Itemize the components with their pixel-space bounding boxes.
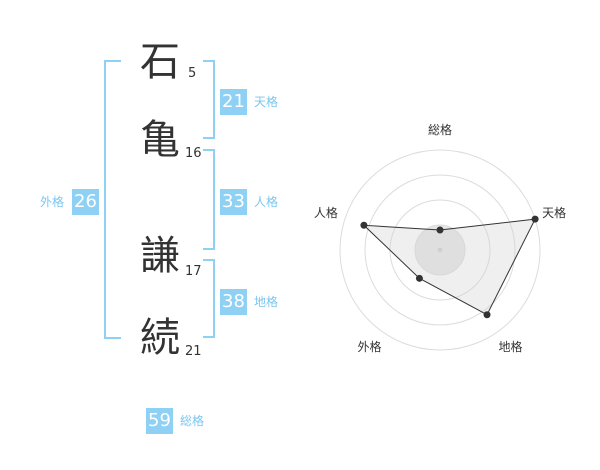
soukaku-label: 総格 <box>180 414 205 428</box>
radar-center-dot <box>437 247 443 253</box>
name-char-3: 謙 <box>140 233 180 279</box>
name-char-1: 石 <box>140 39 180 85</box>
radar-axis-label-5: 人格 <box>314 205 338 220</box>
radar-point-1 <box>436 226 444 234</box>
chikaku-label: 地格 <box>254 295 279 309</box>
radar-points <box>360 215 539 319</box>
radar-rings <box>339 149 541 351</box>
radar-point-2 <box>531 215 539 223</box>
radar-axis-label-2: 天格 <box>542 205 566 220</box>
gaikaku-bracket <box>104 60 121 339</box>
jinkaku-bracket <box>203 149 215 250</box>
radar-axis-label-4: 外格 <box>357 339 381 354</box>
radar-ring-3 <box>364 174 516 326</box>
tenkaku-label: 天格 <box>254 95 279 109</box>
chikaku-bracket <box>203 259 215 338</box>
radar-point-4 <box>415 274 423 282</box>
stroke-count-2: 16 <box>185 146 202 161</box>
jinkaku-badge: 33 <box>220 189 247 215</box>
jinkaku-label: 人格 <box>254 195 279 209</box>
radar-point-3 <box>483 311 491 319</box>
radar-axis-label-1: 総格 <box>428 122 452 137</box>
chikaku-badge: 38 <box>220 289 247 315</box>
radar-area <box>362 218 536 316</box>
soukaku-badge: 59 <box>146 408 173 434</box>
name-char-4: 続 <box>140 315 180 361</box>
gaikaku-label: 外格 <box>40 195 65 209</box>
gaikaku-badge: 26 <box>72 189 99 215</box>
tenkaku-badge: 21 <box>220 89 247 115</box>
radar-point-5 <box>360 221 368 229</box>
tenkaku-bracket <box>203 60 215 139</box>
name-char-2: 亀 <box>140 117 180 163</box>
stroke-count-3: 17 <box>185 264 202 279</box>
stroke-count-1: 5 <box>188 66 197 81</box>
stroke-count-4: 21 <box>185 344 202 359</box>
radar-ring-4 <box>339 149 541 351</box>
radar-axis-label-3: 地格 <box>499 339 523 354</box>
